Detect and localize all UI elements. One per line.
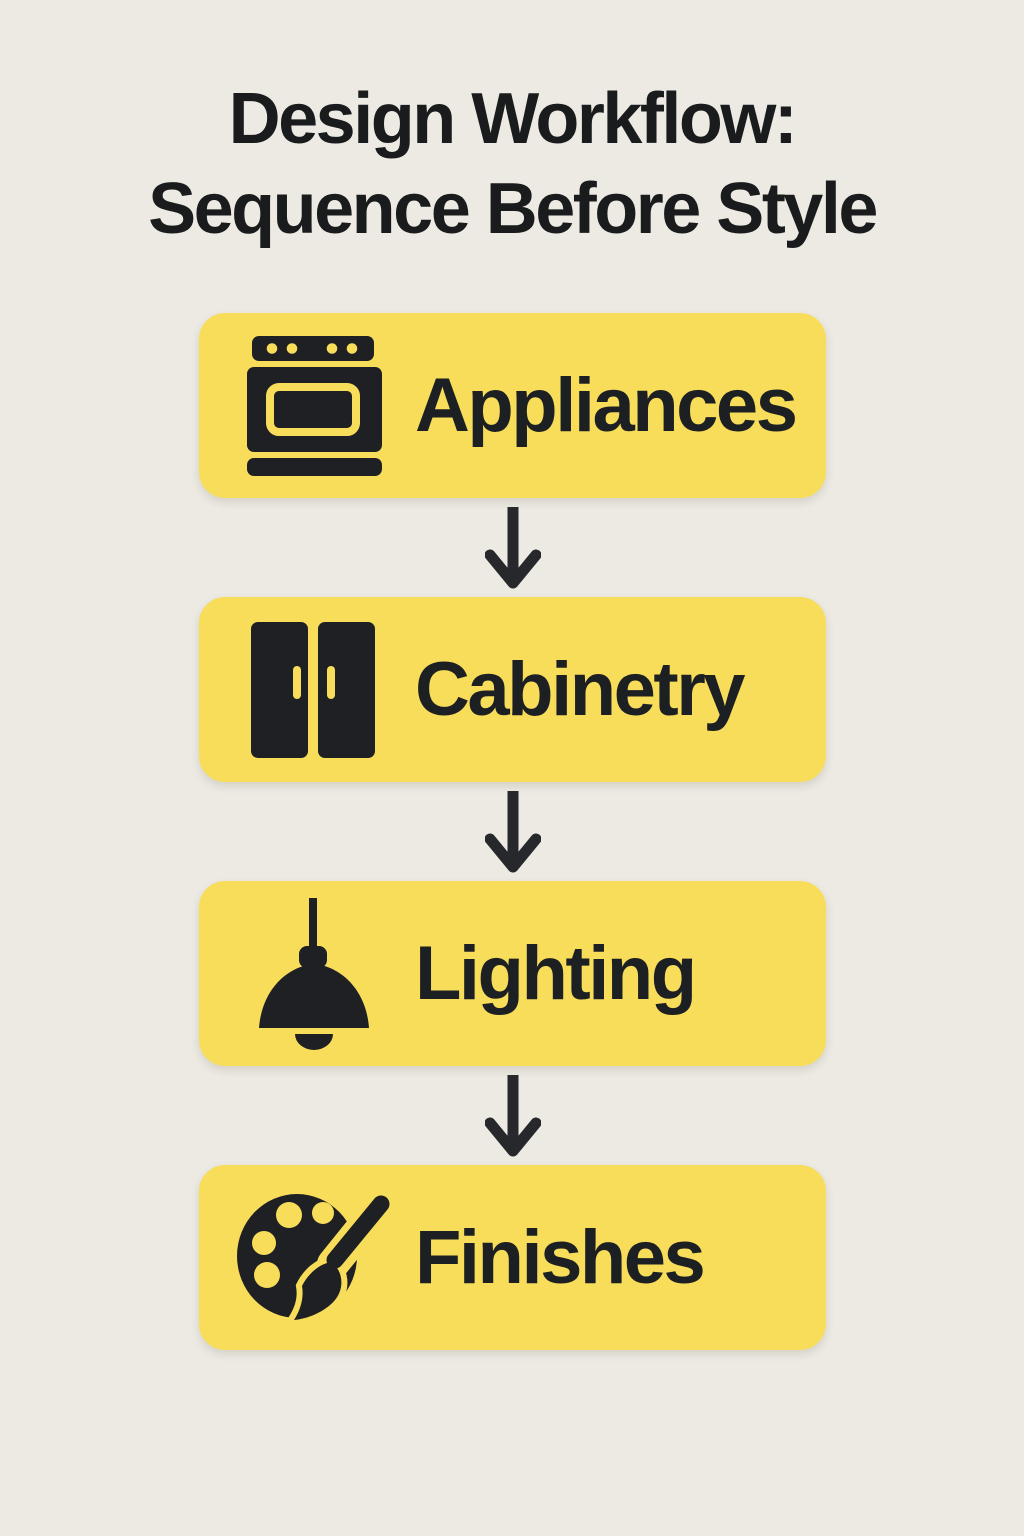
step-label-appliances: Appliances [415, 363, 798, 448]
paint-palette-icon [237, 1178, 391, 1338]
step-card-finishes: Finishes [199, 1165, 826, 1350]
down-arrow-icon [484, 788, 541, 876]
step-card-cabinetry: Cabinetry [199, 597, 826, 782]
page-title-line-1: Design Workflow: [228, 79, 798, 159]
step-card-appliances: Appliances [199, 313, 826, 498]
down-arrow-icon [484, 504, 541, 592]
page-title-line-2: Sequence Before Style [148, 169, 878, 249]
step-label-lighting: Lighting [415, 931, 697, 1016]
down-arrow-icon [484, 1072, 541, 1160]
oven-icon [237, 326, 391, 486]
pendant-light-icon [237, 894, 391, 1054]
cabinet-icon [237, 610, 391, 770]
flow-connector-3 [199, 1066, 826, 1165]
step-label-cabinetry: Cabinetry [415, 647, 746, 732]
flow-connector-1 [199, 498, 826, 597]
workflow-diagram: Appliances Cabinetry [199, 313, 826, 1350]
page-title: Design Workflow: Sequence Before Style [0, 74, 1024, 254]
flow-connector-2 [199, 782, 826, 881]
step-label-finishes: Finishes [415, 1215, 706, 1300]
step-card-lighting: Lighting [199, 881, 826, 1066]
